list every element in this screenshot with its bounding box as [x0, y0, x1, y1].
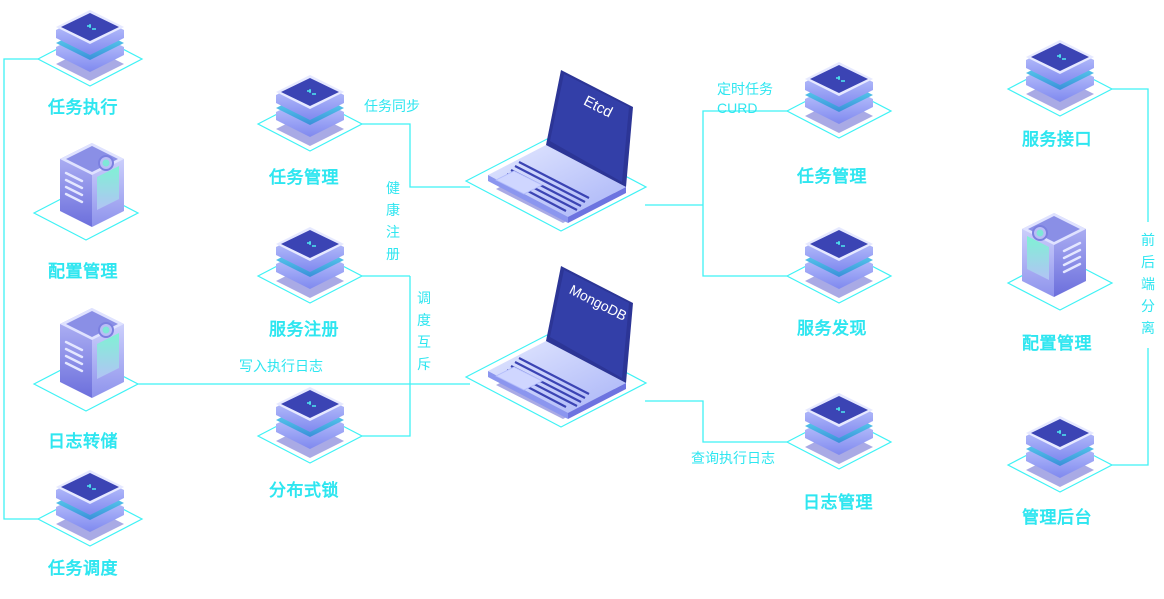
server-icon: [1006, 213, 1114, 311]
chip-stack-icon: [786, 392, 892, 470]
node-admin-backend-icon[interactable]: [1007, 415, 1113, 493]
chip-stack-icon: [37, 469, 143, 547]
node-task-exec-icon[interactable]: [37, 9, 143, 87]
edge-label-write-exec-log: 写入执行日志: [239, 359, 323, 375]
edge-label-task-sync: 任务同步: [364, 99, 420, 115]
node-config-mgmt-right-icon[interactable]: [1006, 213, 1114, 311]
node-label-log-dump: 日志转储: [48, 432, 118, 452]
edge-label-health-register: 健康注册: [386, 181, 400, 263]
edge-distributed-lock-to-bus: [362, 276, 411, 437]
node-label-log-mgmt: 日志管理: [803, 493, 873, 513]
node-label-service-register: 服务注册: [269, 320, 339, 340]
edge-label-cron-task-line2: CURD: [717, 100, 758, 116]
chip-stack-icon: [1007, 39, 1113, 117]
edge-frontend-backend-bottom: [1112, 348, 1149, 466]
node-task-mgmt-left-icon[interactable]: [257, 74, 363, 152]
node-task-mgmt-right-icon[interactable]: [786, 61, 892, 139]
node-label-distributed-lock: 分布式锁: [269, 481, 339, 501]
laptop-icon: [464, 264, 648, 429]
node-label-task-mgmt-left: 任务管理: [269, 168, 339, 188]
server-icon: [32, 143, 140, 241]
node-distributed-lock-icon[interactable]: [257, 386, 363, 464]
connector-lines: [3, 58, 1149, 520]
edge-label-cron-task-line1: 定时任务: [717, 82, 773, 98]
chip-stack-icon: [257, 386, 363, 464]
node-label-config-mgmt-left: 配置管理: [48, 262, 118, 282]
node-etcd[interactable]: Etcd: [464, 68, 648, 233]
edge-right-bus: [702, 110, 787, 277]
node-label-task-schedule: 任务调度: [48, 559, 118, 579]
server-icon: [32, 308, 140, 412]
node-log-dump-icon[interactable]: [32, 308, 140, 412]
node-mongodb[interactable]: MongoDB: [464, 264, 648, 429]
node-task-schedule-icon[interactable]: [37, 469, 143, 547]
edge-label-cron-task: 定时任务 CURD: [717, 81, 773, 117]
chip-stack-icon: [257, 74, 363, 152]
chip-stack-icon: [257, 226, 363, 304]
chip-stack-icon: [786, 226, 892, 304]
chip-stack-icon: [37, 9, 143, 87]
edge-frontend-backend-top: [1112, 88, 1149, 222]
node-label-service-api: 服务接口: [1022, 130, 1092, 150]
node-config-mgmt-left-icon[interactable]: [32, 143, 140, 241]
edge-label-frontend-backend-separation: 前后端分离: [1141, 233, 1155, 337]
node-label-admin-backend: 管理后台: [1022, 508, 1092, 528]
edge-label-query-exec-log: 查询执行日志: [691, 451, 775, 467]
node-label-service-discovery: 服务发现: [797, 319, 867, 339]
edge-task-mgmt-to-etcd: [362, 123, 470, 188]
node-service-api-icon[interactable]: [1007, 39, 1113, 117]
edge-label-schedule-mutex: 调度互斥: [417, 291, 431, 373]
chip-stack-icon: [786, 61, 892, 139]
node-label-config-mgmt-right: 配置管理: [1022, 334, 1092, 354]
edge-task-exec-to-schedule: [3, 58, 38, 520]
node-log-mgmt-icon[interactable]: [786, 392, 892, 470]
node-label-task-exec: 任务执行: [48, 98, 118, 118]
chip-stack-icon: [1007, 415, 1113, 493]
laptop-icon: [464, 68, 648, 233]
node-service-discovery-icon[interactable]: [786, 226, 892, 304]
node-label-task-mgmt-right: 任务管理: [797, 167, 867, 187]
node-service-register-icon[interactable]: [257, 226, 363, 304]
edge-mongodb-to-log-mgmt: [645, 400, 787, 443]
